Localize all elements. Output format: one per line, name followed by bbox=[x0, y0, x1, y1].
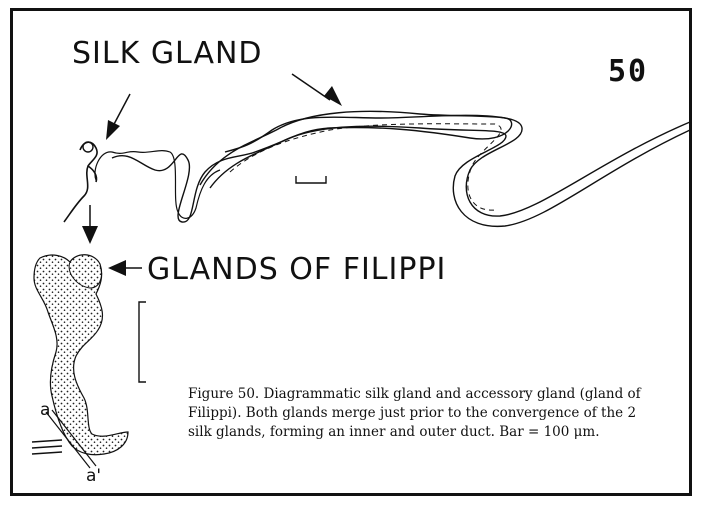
large-scale-bar bbox=[139, 302, 146, 382]
duct-line-3 bbox=[32, 452, 62, 454]
silk-gland-branch bbox=[64, 142, 97, 222]
silk-gland-branch-tip bbox=[83, 142, 93, 152]
silk-gland-inner-edge bbox=[210, 126, 690, 226]
arrow-silk-gland-left bbox=[112, 94, 130, 128]
duct-line-2 bbox=[32, 446, 62, 448]
section-label-a-prime: a' bbox=[86, 466, 101, 486]
arrowhead-silk-gland-right bbox=[324, 86, 342, 106]
arrowhead-filippi bbox=[108, 260, 126, 276]
silk-gland-outer bbox=[200, 111, 690, 216]
figure-number: 50 bbox=[608, 54, 648, 89]
silk-gland-label: SILK GLAND bbox=[72, 36, 263, 71]
figure-caption: Figure 50. Diagrammatic silk gland and a… bbox=[188, 385, 658, 442]
caption-label: Figure 50. bbox=[188, 386, 259, 402]
glands-of-filippi-label: GLANDS OF FILIPPI bbox=[147, 252, 446, 287]
arrowhead-down bbox=[82, 226, 98, 244]
arrowhead-silk-gland-left bbox=[106, 120, 120, 140]
small-scale-bar bbox=[296, 176, 326, 183]
duct-line-1 bbox=[32, 440, 62, 442]
section-label-a: a bbox=[40, 400, 50, 420]
silk-gland-thin-duct bbox=[95, 151, 220, 219]
